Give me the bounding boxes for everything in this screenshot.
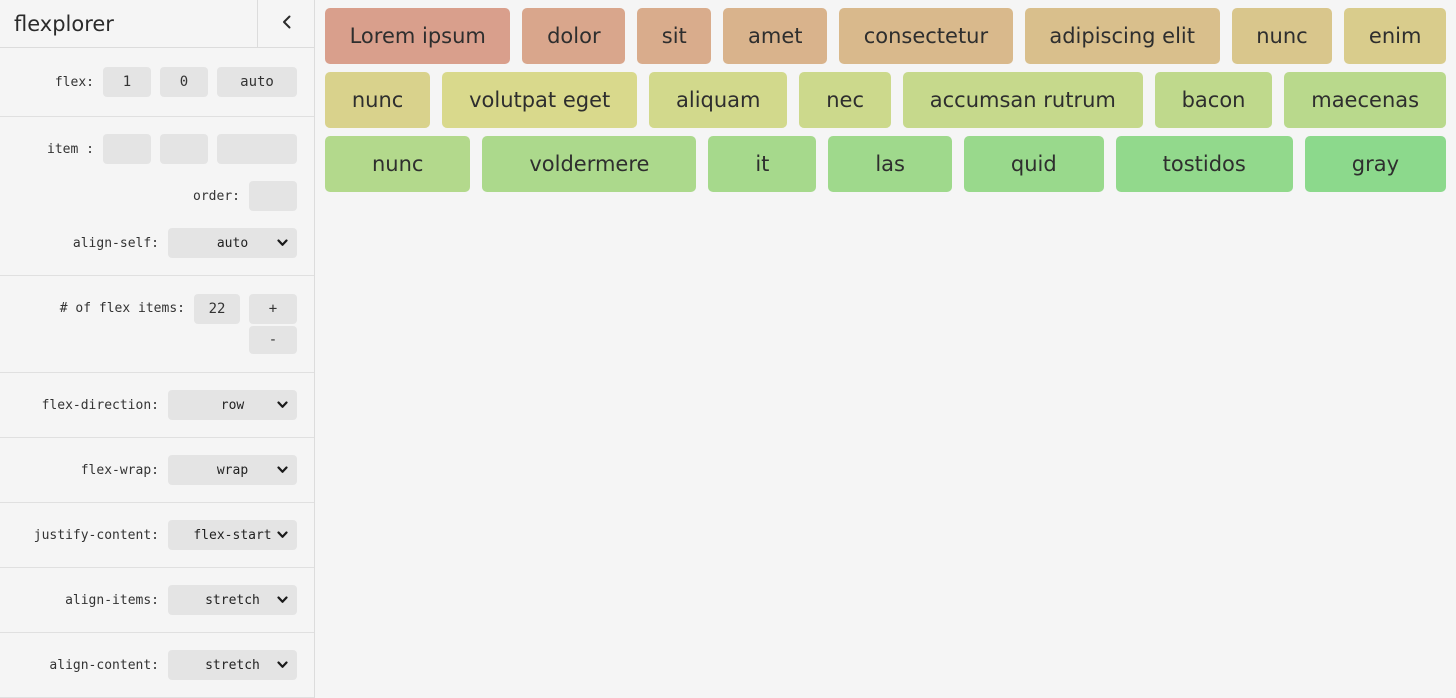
add-item-button[interactable]: + — [249, 294, 297, 324]
sidebar-header: flexplorer — [0, 0, 314, 48]
chevron-down-icon — [277, 401, 288, 409]
align-content-select[interactable]: stretch — [168, 650, 297, 680]
flex-section: flex: — [0, 48, 314, 117]
order-label: order: — [193, 188, 240, 204]
sidebar: flexplorer flex: item : order: align-sel… — [0, 0, 315, 698]
num-items-stepper: + - — [249, 294, 297, 354]
flex-direction-label: flex-direction: — [41, 397, 159, 413]
chevron-down-icon — [277, 239, 288, 247]
justify-content-section: justify-content: flex-start — [0, 503, 314, 568]
flex-shrink-input[interactable] — [160, 67, 208, 97]
item-section: item : order: align-self: auto — [0, 117, 314, 276]
justify-content-label: justify-content: — [33, 527, 159, 543]
num-items-label: # of flex items: — [59, 301, 185, 316]
align-self-select[interactable]: auto — [168, 228, 297, 258]
flex-item[interactable]: nunc — [325, 72, 431, 128]
chevron-down-icon — [277, 596, 288, 604]
flex-item[interactable]: amet — [723, 8, 828, 64]
flex-item[interactable]: las — [828, 136, 952, 192]
chevron-down-icon — [277, 661, 288, 669]
flex-item[interactable]: adipiscing elit — [1024, 8, 1220, 64]
flex-item[interactable]: accumsan rutrum — [902, 72, 1143, 128]
align-items-label: align-items: — [65, 592, 159, 608]
flex-wrap-label: flex-wrap: — [80, 462, 159, 478]
item-flex-shrink-input[interactable] — [160, 134, 208, 164]
flex-item[interactable]: nunc — [1231, 8, 1333, 64]
flex-item[interactable]: voldermere — [482, 136, 697, 192]
chevron-down-icon — [277, 531, 288, 539]
chevron-down-icon — [277, 466, 288, 474]
flex-item[interactable]: gray — [1304, 136, 1446, 192]
flex-item[interactable]: consectetur — [839, 8, 1013, 64]
flex-direction-select[interactable]: row — [168, 390, 297, 420]
app-title: flexplorer — [14, 11, 114, 36]
flex-item[interactable]: it — [708, 136, 817, 192]
align-items-section: align-items: stretch — [0, 568, 314, 633]
order-input[interactable] — [249, 181, 297, 211]
flex-item[interactable]: nunc — [325, 136, 471, 192]
flex-wrap-select[interactable]: wrap — [168, 455, 297, 485]
flex-item[interactable]: tostidos — [1115, 136, 1293, 192]
sidebar-collapse-button[interactable] — [257, 0, 314, 47]
chevron-left-icon — [282, 15, 291, 32]
flex-item[interactable]: dolor — [522, 8, 626, 64]
remove-item-button[interactable]: - — [249, 326, 297, 354]
flex-item[interactable]: aliquam — [649, 72, 788, 128]
flex-item[interactable]: Lorem ipsum — [325, 8, 511, 64]
align-self-label: align-self: — [72, 235, 159, 251]
flex-item[interactable]: volutpat eget — [442, 72, 638, 128]
justify-content-select[interactable]: flex-start — [168, 520, 297, 550]
align-items-select[interactable]: stretch — [168, 585, 297, 615]
align-content-section: align-content: stretch — [0, 633, 314, 698]
flex-wrap-section: flex-wrap: wrap — [0, 438, 314, 503]
flex-item[interactable]: sit — [637, 8, 712, 64]
flex-grow-input[interactable] — [103, 67, 151, 97]
flex-label: flex: — [54, 74, 94, 90]
flex-item[interactable]: nec — [799, 72, 891, 128]
flex-item[interactable]: maecenas — [1284, 72, 1446, 128]
align-content-label: align-content: — [49, 657, 159, 673]
flex-direction-section: flex-direction: row — [0, 373, 314, 438]
item-flex-grow-input[interactable] — [103, 134, 151, 164]
flex-basis-input[interactable] — [217, 67, 297, 97]
num-items-section: # of flex items: + - — [0, 276, 314, 373]
num-items-input[interactable] — [194, 294, 240, 324]
flex-item[interactable]: enim — [1344, 8, 1447, 64]
item-flex-basis-input[interactable] — [217, 134, 297, 164]
item-label: item : — [47, 141, 94, 157]
flex-item[interactable]: quid — [963, 136, 1104, 192]
flex-item[interactable]: bacon — [1154, 72, 1273, 128]
